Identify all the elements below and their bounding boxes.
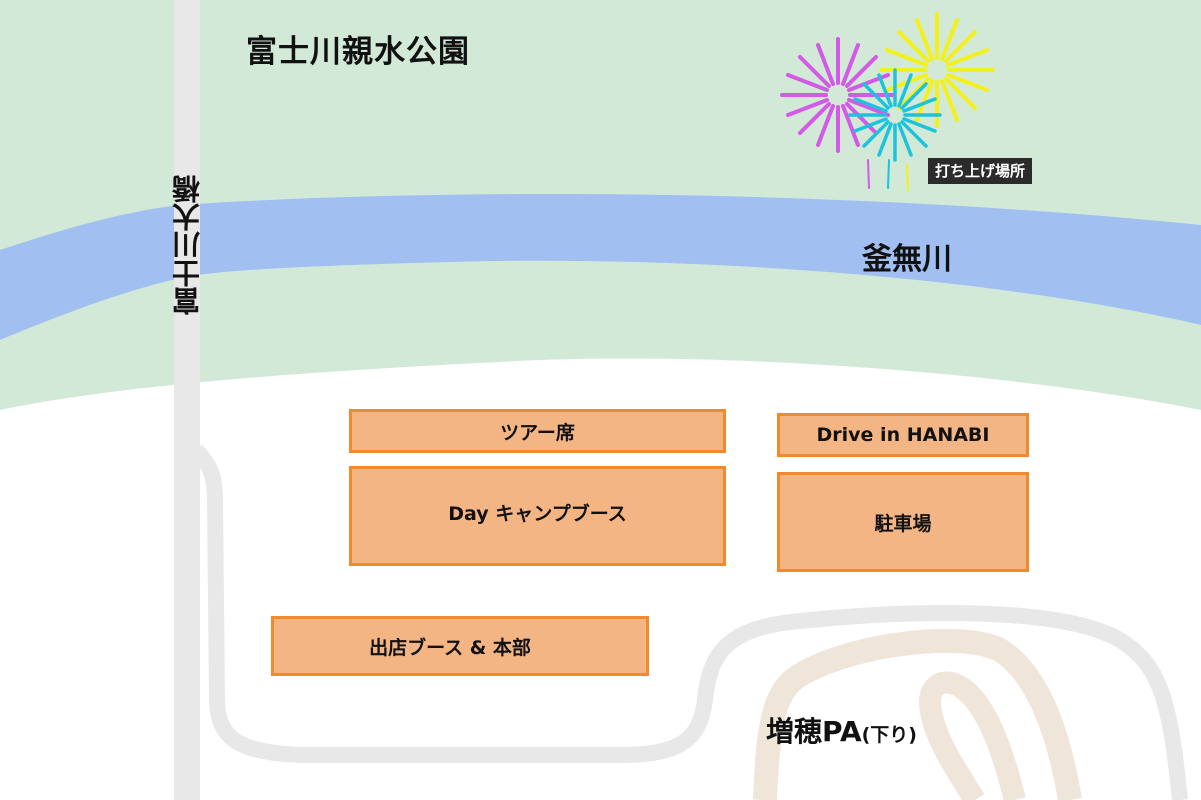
zone-tour-seats[interactable]: ツアー席: [349, 409, 726, 453]
river: [0, 193, 1201, 340]
pa-ramp-inner: [918, 671, 1026, 800]
firework-magenta-icon: [780, 37, 896, 189]
zone-label: Day キャンプブース: [448, 502, 627, 525]
park-title: 富士川親水公園: [246, 34, 470, 70]
zone-day-camp-booth[interactable]: Day キャンプブース: [349, 466, 726, 566]
parking-area-direction: (下り): [861, 724, 917, 746]
zone-label: Drive in HANABI: [816, 424, 990, 446]
bridge-label: 富士川大橋: [171, 175, 204, 315]
zone-label: 出店ブース & 本部: [369, 636, 531, 659]
river-label: 釜無川: [862, 242, 952, 277]
zone-vendor-booth-hq[interactable]: 出店ブース & 本部: [271, 616, 649, 676]
firework-cyan-icon: [848, 68, 942, 189]
zone-label: 駐車場: [874, 512, 932, 535]
launch-site-label: 打ち上げ場所: [928, 158, 1033, 184]
zone-parking[interactable]: 駐車場: [777, 472, 1029, 572]
parking-area-label: 増穂PA(下り): [766, 710, 917, 750]
bridge-road: [174, 0, 200, 800]
zone-drive-in-hanabi[interactable]: Drive in HANABI: [777, 413, 1029, 457]
firework-yellow-icon: [879, 12, 995, 191]
zone-label: ツアー席: [500, 421, 575, 444]
access-road: [190, 444, 1188, 800]
pa-ramp-outer: [753, 628, 1082, 800]
parking-area-name: 増穂PA: [766, 715, 862, 748]
